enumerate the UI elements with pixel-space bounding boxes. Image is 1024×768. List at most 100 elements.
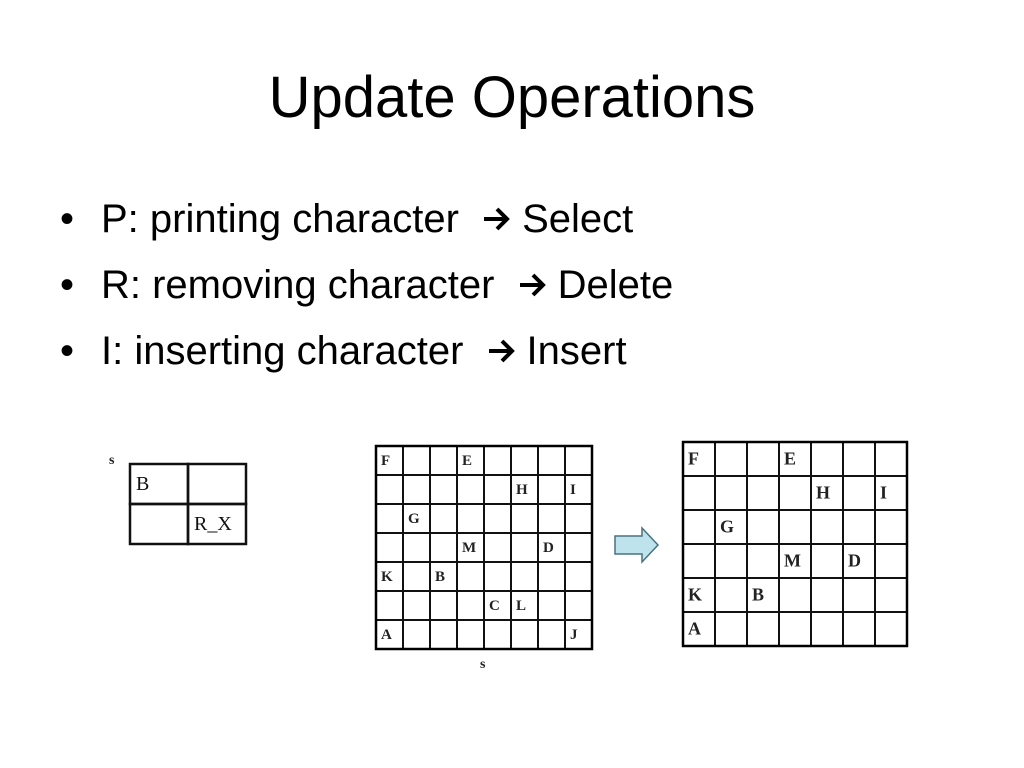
grid-cell: [537, 503, 566, 534]
grid-cell: [564, 532, 593, 563]
grid-cell: [842, 475, 876, 511]
grid-cell: [456, 474, 485, 505]
grid-cell: [746, 441, 780, 477]
bullet-list: • P: printing character Select • R: remo…: [60, 186, 673, 384]
grid-cell: [483, 474, 512, 505]
transition-arrow-icon: [614, 526, 660, 564]
grid-cell: [456, 561, 485, 592]
grid-cell: [842, 577, 876, 613]
grid-cell: [537, 619, 566, 650]
pointer-label-s: s: [109, 453, 115, 468]
grid-cell-label: B: [435, 569, 445, 585]
grid-cell: [402, 590, 431, 621]
bullet-operation: Select: [522, 197, 634, 241]
grid-cell-label: I: [570, 482, 576, 498]
grid-cell-label: D: [543, 540, 554, 556]
grid-cell-label: F: [688, 448, 699, 468]
grid-cell: [128, 502, 190, 546]
grid-cell: [537, 561, 566, 592]
bullet-item-remove: • R: removing character Delete: [60, 252, 673, 318]
grid-cell: [510, 503, 539, 534]
grid-cell: [564, 445, 593, 476]
grid-cell: [810, 509, 844, 545]
grid-cell-label: L: [516, 598, 526, 614]
grid-cell: [564, 503, 593, 534]
grid-cell-label: C: [489, 598, 500, 614]
grid-cell: [510, 445, 539, 476]
grid-cell-label: M: [784, 550, 801, 570]
grid-cell: [682, 509, 716, 545]
grid-cell: [564, 590, 593, 621]
grid-cell: [874, 577, 908, 613]
grid-cell: [778, 475, 812, 511]
grid-cell: [483, 561, 512, 592]
grid-cell: [429, 445, 458, 476]
grid-cell: [714, 441, 748, 477]
grid-cell: [810, 543, 844, 579]
grid-cell: [456, 503, 485, 534]
grid-cell: [746, 475, 780, 511]
bullet-dot: •: [60, 197, 75, 241]
grid-cell: [375, 474, 404, 505]
grid-cell: [402, 561, 431, 592]
grid-cell: [186, 462, 248, 506]
bullet-dot: •: [60, 329, 75, 373]
grid-cell: [483, 619, 512, 650]
grid-cell: [537, 590, 566, 621]
grid-cell: [429, 474, 458, 505]
grid-cell-label: M: [462, 540, 476, 556]
grid-cell-label: G: [408, 511, 420, 527]
grid-cell: [810, 441, 844, 477]
grid-cell-label: B: [136, 473, 149, 495]
grid-cell: [510, 532, 539, 563]
grid-cell: [778, 611, 812, 647]
grid-cell-label: H: [816, 482, 830, 502]
grid-cell: [375, 590, 404, 621]
grid-cell: [510, 619, 539, 650]
pointer-label-s: s: [480, 657, 486, 672]
grid-cell: [714, 577, 748, 613]
bullet-item-print: • P: printing character Select: [60, 186, 673, 252]
grid-cell: [402, 532, 431, 563]
grid-cell-label: D: [848, 550, 861, 570]
grid-cell-label: I: [880, 482, 887, 502]
grid-cell: [186, 502, 248, 546]
grid-cell: [874, 611, 908, 647]
grid-cell: [746, 543, 780, 579]
grid-cell: [429, 590, 458, 621]
grid-cell: [375, 532, 404, 563]
bullet-dot: •: [60, 263, 75, 307]
grid-cell: [842, 611, 876, 647]
grid-cell: [375, 503, 404, 534]
small-grid-figure: sBR_X: [109, 453, 248, 546]
grid-cell: [778, 577, 812, 613]
after-grid-border: [681, 440, 909, 648]
bullet-operation: Delete: [557, 263, 674, 307]
grid-cell: [564, 561, 593, 592]
grid-cell: [402, 474, 431, 505]
right-arrow-icon: [519, 273, 546, 297]
grid-cell: [746, 509, 780, 545]
grid-cell-label: G: [720, 516, 734, 536]
grid-cell: [842, 509, 876, 545]
grid-cell-label: B: [752, 584, 764, 604]
grid-cell: [402, 619, 431, 650]
grid-cell-label: E: [784, 448, 796, 468]
slide-title: Update Operations: [268, 65, 756, 130]
grid-cell: [810, 577, 844, 613]
bullet-item-insert: • I: inserting character Insert: [60, 318, 673, 384]
bullet-key: R: removing character: [101, 263, 495, 307]
grid-cell: [483, 532, 512, 563]
grid-cell: [874, 509, 908, 545]
grid-cell: [714, 475, 748, 511]
grid-cell-label: A: [688, 618, 701, 638]
grid-cell: [456, 590, 485, 621]
bullet-key: P: printing character: [101, 197, 459, 241]
right-arrow-icon: [484, 207, 510, 231]
grid-cell: [714, 611, 748, 647]
grid-cell: [402, 445, 431, 476]
